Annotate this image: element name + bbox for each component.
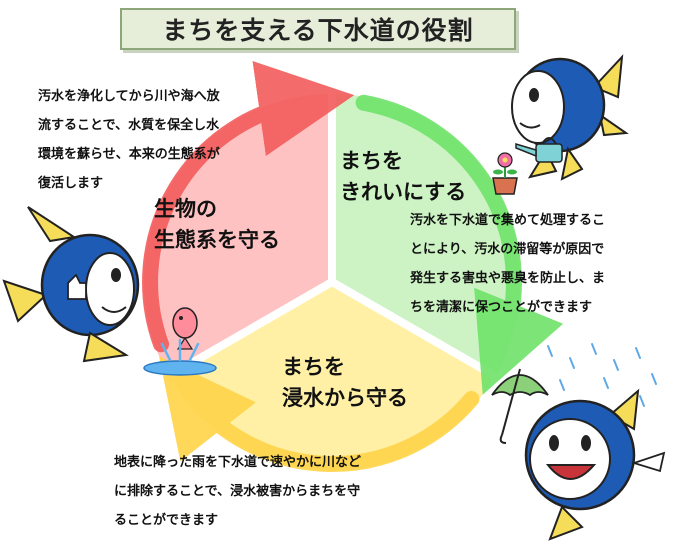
segment-label-flood: まちを 浸水から守る	[282, 352, 408, 414]
segment-label-flood-line-2: 浸水から守る	[282, 386, 408, 410]
flower-pot-icon	[492, 152, 518, 195]
description-ecosystem-line-4: 復活します	[38, 176, 104, 191]
segment-label-clean: まちを きれいにする	[340, 146, 466, 208]
fish-mascot-umbrella	[524, 388, 666, 541]
umbrella-icon	[491, 368, 549, 444]
description-flood: 地表に降った雨を下水道で速やかに川など に排除することで、浸水被害からまちを守 …	[114, 448, 361, 535]
description-clean-line-3: 発生する害虫や悪臭を防止し、ま	[410, 271, 606, 286]
description-flood-line-1: 地表に降った雨を下水道で速やかに川など	[114, 455, 362, 470]
description-ecosystem: 汚水を浄化してから川や海へ放 流することで、水質を保全し水 環境を蘇らせ、本来の…	[38, 82, 220, 198]
segment-label-ecosystem-line-2: 生態系を守る	[154, 228, 280, 252]
description-flood-line-2: に排除することで、浸水被害からまちを守	[114, 484, 361, 499]
arrow-ecosystem	[142, 61, 355, 353]
segment-label-clean-line-2: きれいにする	[340, 180, 467, 204]
fish-mascot-watering	[511, 54, 629, 181]
description-clean-line-1: 汚水を下水道で集めて処理するこ	[410, 213, 606, 228]
description-ecosystem-line-1: 汚水を浄化してから川や海へ放	[38, 89, 220, 104]
segment-label-ecosystem-line-1: 生物の	[154, 197, 217, 221]
description-flood-line-3: ることができます	[114, 513, 219, 528]
segment-label-ecosystem: 生物の 生態系を守る	[154, 194, 280, 256]
fish-mascot-thumbs-up	[2, 206, 140, 363]
segment-label-flood-line-1: まちを	[282, 355, 345, 379]
watering-can-icon	[515, 137, 563, 163]
water-splash-icon	[143, 338, 217, 376]
description-clean: 汚水を下水道で集めて処理するこ とにより、汚水の滞留等が原因で 発生する害虫や悪…	[410, 206, 605, 322]
segment-label-clean-line-1: まちを	[340, 149, 403, 173]
rain-icon	[547, 343, 657, 407]
description-clean-line-4: ちを清潔に保つことができます	[410, 300, 593, 315]
description-ecosystem-line-2: 流することで、水質を保全し水	[38, 118, 220, 133]
arrow-clean	[355, 94, 564, 395]
arrow-flood	[159, 356, 480, 472]
page-title: まちを支える下水道の役割	[120, 8, 516, 50]
description-ecosystem-line-3: 環境を蘇らせ、本来の生態系が	[38, 147, 220, 162]
description-clean-line-2: とにより、汚水の滞留等が原因で	[410, 242, 605, 257]
small-fish-icon	[172, 307, 198, 350]
